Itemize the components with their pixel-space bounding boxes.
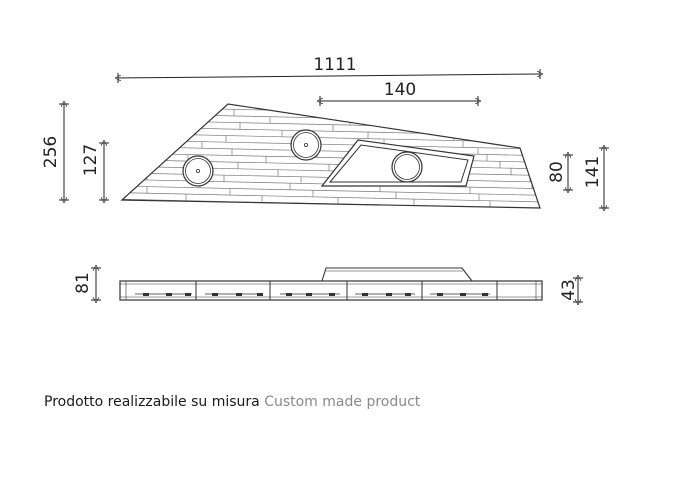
product-caption: Prodotto realizzabile su misura Custom m… xyxy=(44,394,420,410)
round-hole-middle xyxy=(290,129,322,161)
caption-italian: Prodotto realizzabile su misura xyxy=(44,394,260,410)
caption-english: Custom made product xyxy=(264,394,421,410)
dim-1111-label: 1111 xyxy=(313,55,356,75)
dim-140-label: 140 xyxy=(384,80,416,100)
elevation-body xyxy=(119,280,543,301)
dim-127-label: 127 xyxy=(81,144,101,176)
dim-256-label: 256 xyxy=(41,136,61,168)
dim-81-label: 81 xyxy=(73,272,93,294)
plan-outline xyxy=(120,103,541,209)
raised-top-section xyxy=(321,267,474,282)
plan-view xyxy=(120,103,541,209)
dim-80-label: 80 xyxy=(547,161,567,183)
round-hole-left xyxy=(182,155,214,187)
elevation-view xyxy=(119,267,543,301)
dim-43-label: 43 xyxy=(559,279,579,301)
dim-141-label: 141 xyxy=(583,156,603,188)
round-hole-right xyxy=(391,151,423,183)
dimension-labels: 1111 140 256 127 80 141 81 43 xyxy=(41,55,603,301)
